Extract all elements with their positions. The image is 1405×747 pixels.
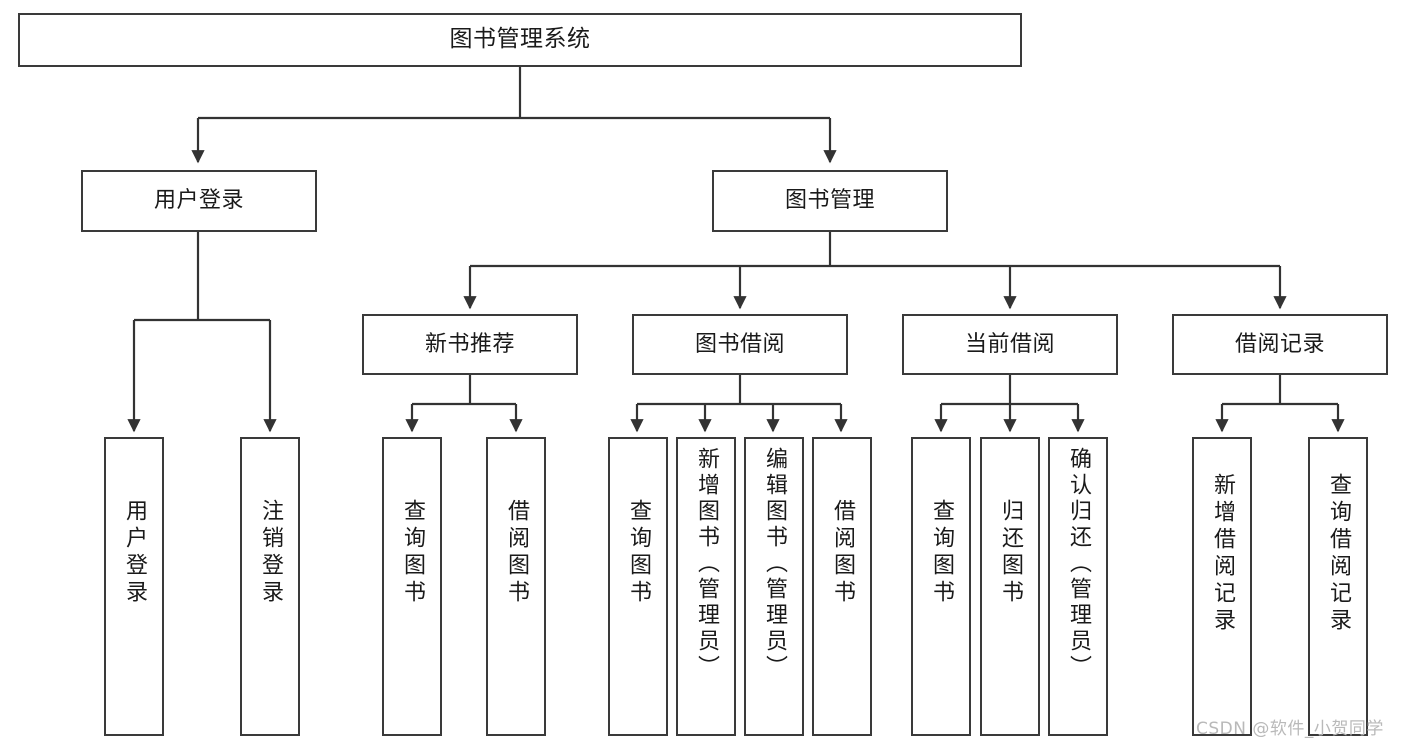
node-label: 当前借阅 [964,331,1055,357]
node-leaf-borrow-book-2[interactable]: 借阅图书 [812,437,872,736]
node-book-manage[interactable]: 图书管理 [712,170,948,232]
node-label: 新增借阅记录 [1210,473,1235,635]
node-leaf-user-login[interactable]: 用户登录 [104,437,164,736]
node-leaf-query-record[interactable]: 查询借阅记录 [1308,437,1368,736]
node-new-book-recommend[interactable]: 新书推荐 [362,314,578,375]
node-leaf-query-book-3[interactable]: 查询图书 [911,437,971,736]
node-label: 新增图书（管理员） [694,447,719,681]
node-label: 归还图书 [998,499,1023,607]
node-leaf-add-record[interactable]: 新增借阅记录 [1192,437,1252,736]
node-current-borrow[interactable]: 当前借阅 [902,314,1118,375]
csdn-watermark: CSDN @软件_小贺同学 [1196,719,1384,739]
node-user-login[interactable]: 用户登录 [81,170,317,232]
node-label: 借阅图书 [504,499,529,607]
node-label: 借阅记录 [1234,331,1325,357]
node-label: 借阅图书 [830,499,855,607]
node-label: 新书推荐 [424,331,515,357]
node-leaf-borrow-book-1[interactable]: 借阅图书 [486,437,546,736]
node-leaf-add-book[interactable]: 新增图书（管理员） [676,437,736,736]
node-label: 查询图书 [929,499,954,607]
node-leaf-query-book-2[interactable]: 查询图书 [608,437,668,736]
node-borrow-record[interactable]: 借阅记录 [1172,314,1388,375]
node-leaf-edit-book[interactable]: 编辑图书（管理员） [744,437,804,736]
node-label: 查询图书 [400,499,425,607]
node-leaf-confirm-return[interactable]: 确认归还（管理员） [1048,437,1108,736]
node-leaf-logout[interactable]: 注销登录 [240,437,300,736]
node-label: 注销登录 [258,499,283,607]
node-leaf-return-book[interactable]: 归还图书 [980,437,1040,736]
node-label: 查询图书 [626,499,651,607]
node-label: 用户登录 [153,188,244,214]
node-label: 图书管理 [784,188,875,214]
node-label: 图书管理系统 [449,26,591,53]
node-label: 查询借阅记录 [1326,473,1351,635]
node-label: 用户登录 [122,499,147,607]
node-book-borrow[interactable]: 图书借阅 [632,314,848,375]
node-root-system[interactable]: 图书管理系统 [18,13,1022,67]
node-label: 确认归还（管理员） [1066,447,1091,681]
node-label: 图书借阅 [694,331,785,357]
node-leaf-query-book-1[interactable]: 查询图书 [382,437,442,736]
node-label: 编辑图书（管理员） [762,447,787,681]
